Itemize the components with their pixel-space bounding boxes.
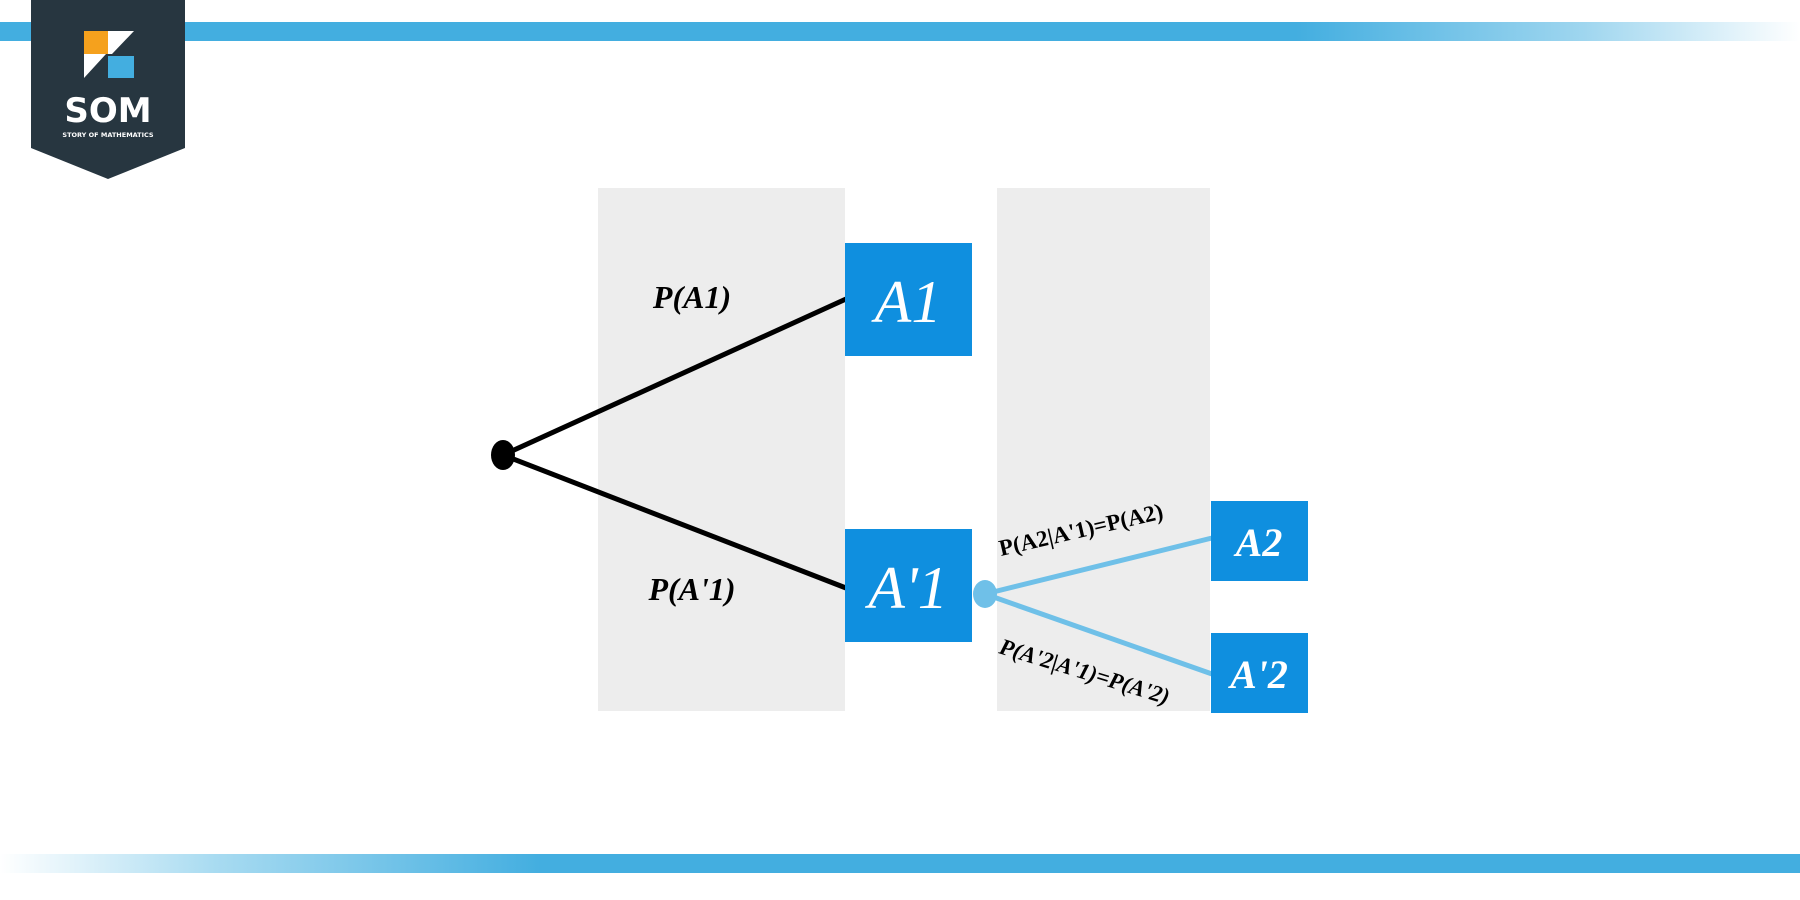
top-stripe <box>0 22 1800 41</box>
node-a-prime-2-label: A'2 <box>1227 652 1288 697</box>
branch-label-p-a-prime-1: P(A'1) <box>647 571 735 607</box>
logo-tagline: STORY OF MATHEMATICS <box>62 131 154 139</box>
logo-blue-quadrant <box>108 56 134 78</box>
branch-to-a-prime-1 <box>502 452 847 591</box>
logo-icon <box>84 31 134 78</box>
logo-white-quadrant-bottom <box>84 54 106 78</box>
node-a2 <box>1211 501 1308 581</box>
node-a-prime-1-label: A'1 <box>864 555 947 621</box>
som-logo: SOM STORY OF MATHEMATICS <box>31 0 185 179</box>
node-a2-label: A2 <box>1233 520 1283 565</box>
second-stage-root-node <box>973 580 997 608</box>
root-node <box>491 440 515 470</box>
first-stage-panel <box>598 188 845 711</box>
branch-to-a-prime-2 <box>984 591 1213 677</box>
node-a1-label: A1 <box>871 269 942 335</box>
second-stage-panel <box>997 188 1210 711</box>
bottom-stripe <box>0 854 1800 873</box>
logo-white-quadrant-top <box>108 31 134 54</box>
branch-label-p-a1: P(A1) <box>652 279 731 315</box>
logo-badge <box>31 0 185 179</box>
node-a-prime-2 <box>1211 633 1308 713</box>
node-a1 <box>845 243 972 356</box>
branch-to-a1 <box>501 296 848 458</box>
node-a-prime-1 <box>845 529 972 642</box>
branch-to-a2 <box>984 535 1213 597</box>
logo-wordmark: SOM <box>64 91 151 131</box>
